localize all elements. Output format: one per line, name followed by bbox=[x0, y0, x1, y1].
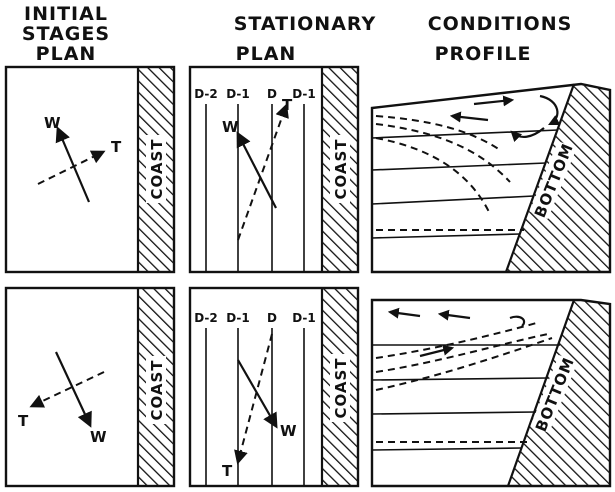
wind-label: W bbox=[44, 114, 61, 132]
isopycnal bbox=[371, 377, 549, 381]
depth-label-d1: D-1 bbox=[226, 311, 250, 325]
return-flow-arrow bbox=[449, 111, 489, 123]
panel-profile-bottom: BOTTOM bbox=[370, 298, 612, 488]
panel-profile-top: BOTTOM bbox=[370, 82, 612, 274]
header-profile: PROFILE bbox=[435, 43, 532, 65]
isopycnal bbox=[371, 233, 521, 239]
header-stationary: STATIONARY bbox=[234, 13, 377, 35]
flow-curve bbox=[375, 321, 541, 359]
coast-label: COAST bbox=[332, 138, 350, 199]
headers: INITIAL STAGES PLAN STATIONARY CONDITION… bbox=[22, 3, 573, 65]
depth-label-d1: D-1 bbox=[226, 87, 250, 101]
circulation-arrow bbox=[510, 127, 545, 143]
header-conditions: CONDITIONS bbox=[428, 13, 573, 35]
onshore-flow-arrow bbox=[419, 344, 455, 358]
depth-label-d2: D-2 bbox=[194, 311, 218, 325]
header-stages: STAGES bbox=[22, 23, 110, 45]
transport-arrow bbox=[234, 333, 273, 465]
header-plan-middle: PLAN bbox=[236, 43, 297, 65]
header-plan-left: PLAN bbox=[36, 43, 97, 65]
coast-label-bg bbox=[146, 135, 166, 203]
wind-arrow bbox=[236, 131, 277, 209]
depth-label-d: D bbox=[267, 87, 277, 101]
surface-current-arrow bbox=[473, 95, 515, 107]
surface-current-arrow bbox=[387, 307, 421, 319]
coast-label: COAST bbox=[332, 357, 350, 418]
bottom-slope bbox=[504, 83, 576, 273]
depth-label-d1-right: D-1 bbox=[292, 87, 316, 101]
transport-arrow bbox=[37, 150, 106, 185]
circulation-arrow bbox=[539, 94, 561, 125]
flow-curve bbox=[375, 123, 511, 183]
transport-label: T bbox=[282, 96, 293, 114]
wind-label: W bbox=[90, 428, 107, 446]
panel-initial-bottom: COAST W T bbox=[4, 286, 176, 488]
panel-stationary-bottom: COAST D-2 D-1 D D-1 W T bbox=[188, 286, 360, 488]
isopycnal bbox=[371, 411, 537, 415]
isopycnal bbox=[371, 129, 559, 139]
isopycnal bbox=[371, 447, 523, 451]
wind-label: W bbox=[280, 422, 297, 440]
depth-label-d2: D-2 bbox=[194, 87, 218, 101]
flow-curve bbox=[375, 137, 491, 215]
coast-label: COAST bbox=[148, 138, 166, 199]
depth-label-d: D bbox=[267, 311, 277, 325]
panel-stationary-top: COAST D-2 D-1 D D-1 W T bbox=[188, 65, 360, 274]
panel-initial-top: COAST W T bbox=[4, 65, 176, 274]
bottom-slope bbox=[506, 299, 576, 487]
transport-label: T bbox=[222, 462, 233, 480]
isopycnal bbox=[371, 162, 547, 171]
flow-curve bbox=[375, 333, 549, 373]
wind-arrow bbox=[55, 351, 92, 428]
coast-label: COAST bbox=[148, 359, 166, 420]
depth-label-d1-right: D-1 bbox=[292, 311, 316, 325]
transport-label: T bbox=[18, 412, 29, 430]
transport-label: T bbox=[111, 138, 122, 156]
transport-arrow bbox=[29, 371, 105, 408]
surface-current-arrow bbox=[437, 309, 471, 321]
circulation-arrow bbox=[509, 315, 526, 327]
isopycnal bbox=[371, 195, 535, 205]
wind-label: W bbox=[222, 118, 239, 136]
header-initial: INITIAL bbox=[24, 3, 108, 25]
flow-curve bbox=[375, 115, 501, 151]
